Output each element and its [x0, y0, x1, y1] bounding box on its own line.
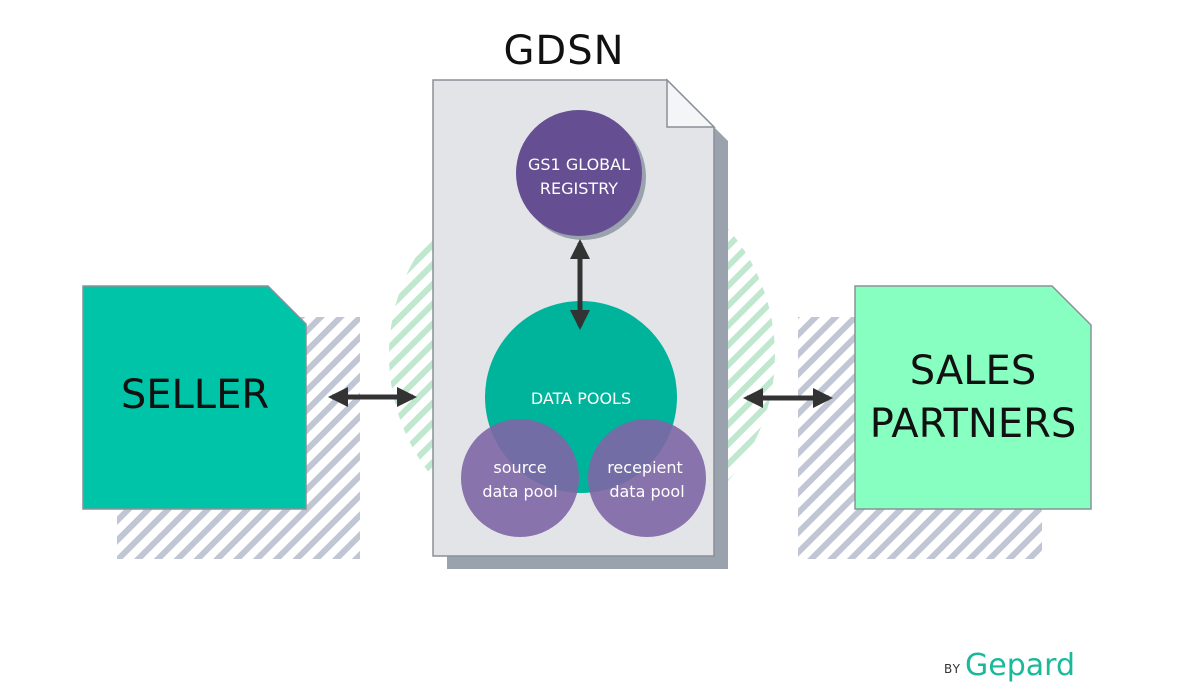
recipient-data-pool-circle	[588, 419, 706, 537]
sales-partners-card	[854, 285, 1092, 510]
data-pools-label: DATA POOLS	[531, 389, 631, 408]
seller-card	[82, 285, 307, 510]
sales-partners-label-line1: SALES	[910, 348, 1036, 394]
recipient-pool-label-line2: data pool	[609, 482, 684, 501]
document-folded-corner	[666, 78, 716, 128]
brand-gepard-logo: Gepard	[965, 648, 1075, 683]
seller-label: SELLER	[121, 372, 269, 418]
brand-by-text: BY	[944, 662, 961, 676]
source-pool-label-line1: source	[493, 458, 546, 477]
registry-label-line2: REGISTRY	[540, 179, 618, 198]
source-data-pool-circle	[461, 419, 579, 537]
source-pool-label-line2: data pool	[482, 482, 557, 501]
registry-label-line1: GS1 GLOBAL	[528, 155, 630, 174]
sales-partners-label-line2: PARTNERS	[870, 401, 1077, 447]
recipient-pool-label-line1: recepient	[607, 458, 683, 477]
gs1-global-registry-circle	[516, 110, 642, 236]
gdsn-title: GDSN	[503, 28, 624, 74]
